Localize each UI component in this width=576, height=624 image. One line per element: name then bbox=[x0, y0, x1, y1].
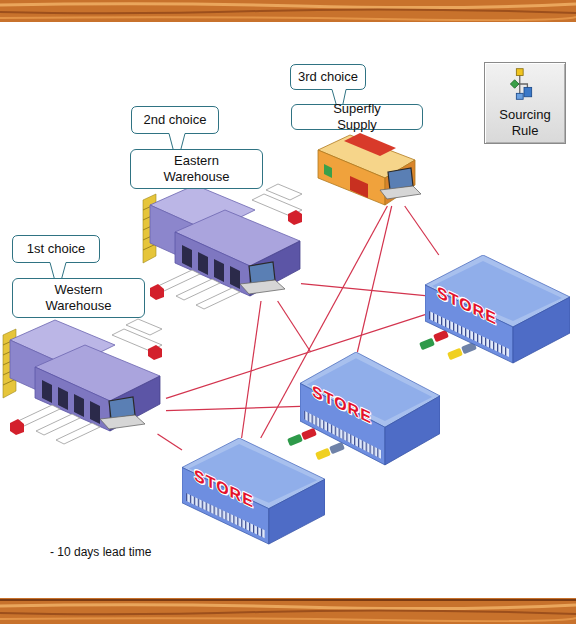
supplier-building bbox=[344, 133, 396, 156]
site-label: Eastern Warehouse bbox=[130, 149, 263, 189]
store-node: STORE bbox=[300, 352, 440, 467]
supplier-building bbox=[324, 164, 332, 178]
flow-step bbox=[516, 93, 523, 99]
wood-band bbox=[0, 610, 576, 614]
supplier-building bbox=[350, 176, 368, 198]
flow-icon bbox=[507, 67, 541, 101]
wood-band bbox=[0, 17, 576, 20]
store-building bbox=[425, 255, 570, 365]
store-building bbox=[513, 297, 570, 363]
wood-band bbox=[0, 598, 576, 624]
warehouse-building bbox=[143, 184, 302, 309]
wood-band bbox=[0, 9, 576, 13]
store-building bbox=[429, 311, 509, 357]
wood-band bbox=[0, 618, 576, 621]
warehouse-building bbox=[3, 319, 162, 444]
car-group bbox=[301, 428, 317, 441]
note-text: - 10 days lead time bbox=[50, 545, 151, 559]
callout-box: 1st choice bbox=[12, 235, 100, 263]
site-node: Eastern Warehouse bbox=[130, 149, 301, 301]
car-group bbox=[419, 338, 435, 351]
site-node: Western Warehouse bbox=[0, 278, 166, 434]
icon-caption: Sourcing Rule bbox=[485, 105, 565, 141]
store-building bbox=[182, 438, 325, 546]
site-label: Superfly Supply bbox=[291, 104, 423, 130]
flow-step bbox=[516, 69, 523, 76]
callout-box: 3rd choice bbox=[290, 64, 366, 90]
car-group bbox=[287, 434, 303, 447]
supply-link bbox=[278, 301, 311, 352]
store-node: STORE bbox=[182, 438, 325, 546]
callout-text: 1st choice bbox=[12, 235, 100, 263]
car-group bbox=[447, 348, 463, 361]
store-node: STORE bbox=[425, 255, 570, 365]
callout-box: 2nd choice bbox=[131, 106, 219, 134]
icon-box: Sourcing Rule bbox=[484, 62, 566, 144]
car-group bbox=[329, 442, 345, 455]
car-group bbox=[315, 448, 331, 461]
store-building bbox=[269, 479, 325, 544]
supply-link bbox=[357, 206, 391, 352]
supply-link bbox=[301, 284, 425, 296]
site-label: Western Warehouse bbox=[12, 278, 145, 318]
supply-link bbox=[166, 406, 300, 410]
flow-step bbox=[510, 80, 519, 89]
wood-band bbox=[0, 605, 576, 609]
supplier-building bbox=[380, 186, 421, 199]
flow-step bbox=[524, 87, 532, 96]
store-building bbox=[385, 396, 440, 465]
supply-link bbox=[158, 434, 183, 450]
wood-band bbox=[0, 0, 576, 22]
supplier-building bbox=[318, 150, 385, 205]
supplier-building bbox=[318, 133, 421, 205]
supply-link bbox=[242, 301, 261, 438]
supply-link bbox=[405, 206, 439, 255]
callout-text: 2nd choice bbox=[131, 106, 219, 134]
callout-text: 3rd choice bbox=[290, 64, 366, 90]
site-node: Superfly Supply bbox=[291, 104, 425, 206]
wood-band bbox=[0, 4, 576, 8]
wood-band bbox=[0, 599, 576, 601]
